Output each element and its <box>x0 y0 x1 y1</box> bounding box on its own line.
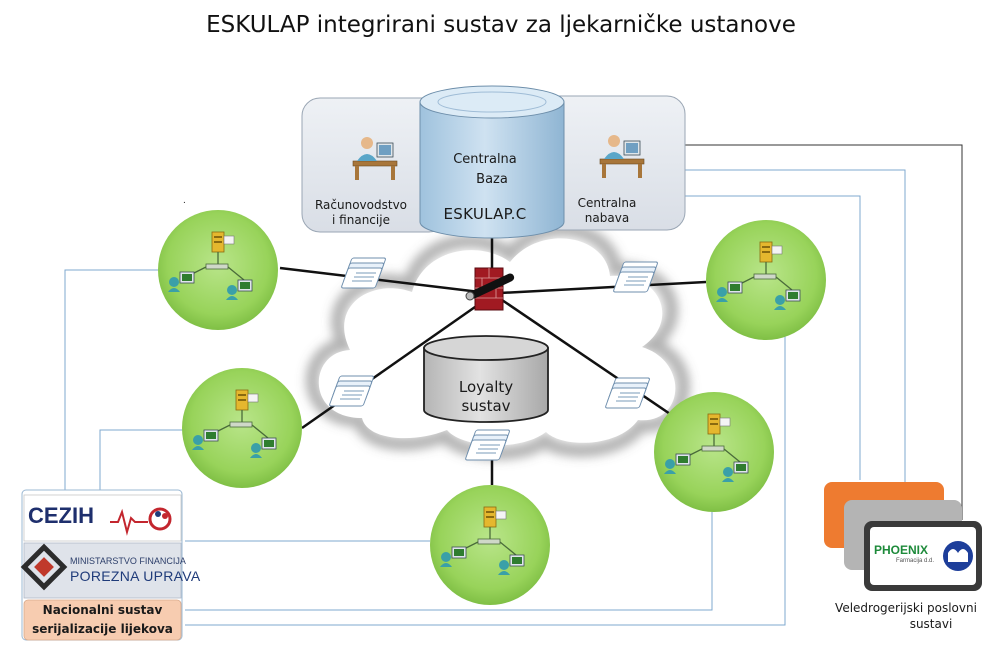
central-database-icon <box>419 85 565 239</box>
accounting-label-line2: i financije <box>332 213 390 227</box>
connector-node1-left <box>64 269 158 490</box>
ministry-text: MINISTARSTVO FINANCIJA <box>70 556 186 566</box>
pharmacy-node-4 <box>706 220 826 340</box>
wholesale-label-line2: sustavi <box>909 617 953 631</box>
network-links <box>279 232 707 485</box>
pharmacy-node-1 <box>158 210 278 330</box>
phoenix-logo-subtext: Farmacija d.d. <box>896 558 935 564</box>
nacionalni-label-line1: Nacionalni sustav <box>42 603 163 617</box>
pharmacy-node-5 <box>654 392 774 512</box>
connector-node2-left <box>99 429 183 490</box>
loyalty-label-line2: sustav <box>461 397 511 415</box>
central-db-label-line1: Centralna <box>453 152 517 167</box>
firewall-icon <box>465 267 515 311</box>
stray-mark: . <box>183 195 186 206</box>
page-title: ESKULAP integrirani sustav za ljekarničk… <box>206 12 796 38</box>
wholesale-label: Veledrogerijski poslovni sustavi <box>818 600 994 632</box>
connector-box-wholesale-2 <box>685 195 861 480</box>
pharmacy-node-2 <box>182 368 302 488</box>
pharmacy-node-3 <box>430 485 550 605</box>
connector-box-wholesale-3 <box>685 144 963 520</box>
procurement-label: Centralna nabava <box>562 196 652 226</box>
central-db-label: Centralna Baza <box>440 150 530 190</box>
accounting-label-line1: Računovodstvo <box>314 198 408 212</box>
connector-node4-bottom <box>185 330 786 626</box>
porezna-text: POREZNA UPRAVA <box>70 568 201 584</box>
nacionalni-box <box>23 599 182 641</box>
central-db-label-line2: Baza <box>476 172 508 187</box>
loyalty-label: Loyalty sustav <box>436 378 536 416</box>
procurement-label-line2: nabava <box>584 211 630 225</box>
accounting-label: Računovodstvo i financije <box>302 198 420 228</box>
phoenix-logo-text: PHOENIX <box>874 543 929 557</box>
nacionalni-label: Nacionalni sustav serijalizacije lijekov… <box>24 601 181 639</box>
loyalty-database-icon <box>423 335 549 423</box>
wholesale-label-line1: Veledrogerijski poslovni <box>835 601 977 615</box>
cezih-logo-box <box>23 494 182 542</box>
heartbeat-icon <box>110 508 148 536</box>
family-icon <box>148 507 172 531</box>
loyalty-label-line1: Loyalty <box>458 378 514 396</box>
procurement-label-line1: Centralna <box>577 196 637 210</box>
nacionalni-label-line2: serijalizacije lijekova <box>32 622 173 636</box>
cezih-logo-text: CEZIH <box>28 503 94 528</box>
connector-box-wholesale-1 <box>685 169 906 500</box>
phoenix-logo-bg <box>870 527 976 585</box>
central-db-name: ESKULAP.C <box>443 205 527 223</box>
